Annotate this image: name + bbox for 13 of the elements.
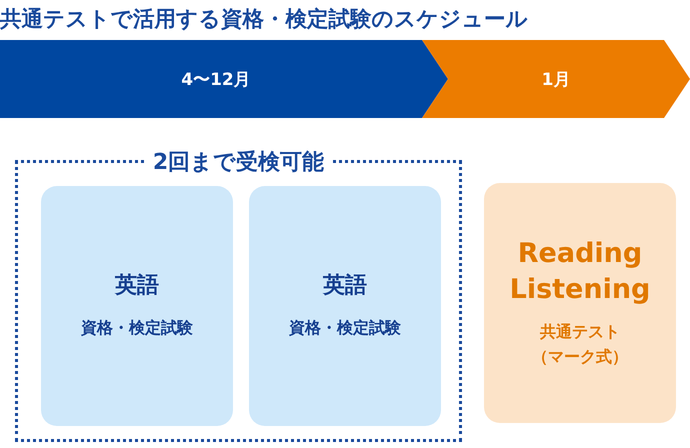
box-heading: 英語	[322, 272, 368, 300]
band-label: 4〜12月	[181, 68, 251, 90]
box-heading: 英語	[114, 272, 160, 300]
box-subtitle: 資格・検定試験	[81, 317, 193, 340]
box-heading: Reading Listening	[508, 236, 652, 308]
box-subtitle: 資格・検定試験	[289, 317, 401, 340]
box-subtitle: （マーク式）	[532, 346, 628, 368]
exam-box	[484, 183, 676, 423]
box-subtitle: 共通テスト	[540, 320, 620, 343]
band-label: 1月	[542, 68, 570, 90]
title: 共通テストで活用する資格・検定試験のスケジュール	[0, 6, 528, 33]
exam-box	[41, 186, 233, 426]
exam-box	[249, 186, 441, 426]
